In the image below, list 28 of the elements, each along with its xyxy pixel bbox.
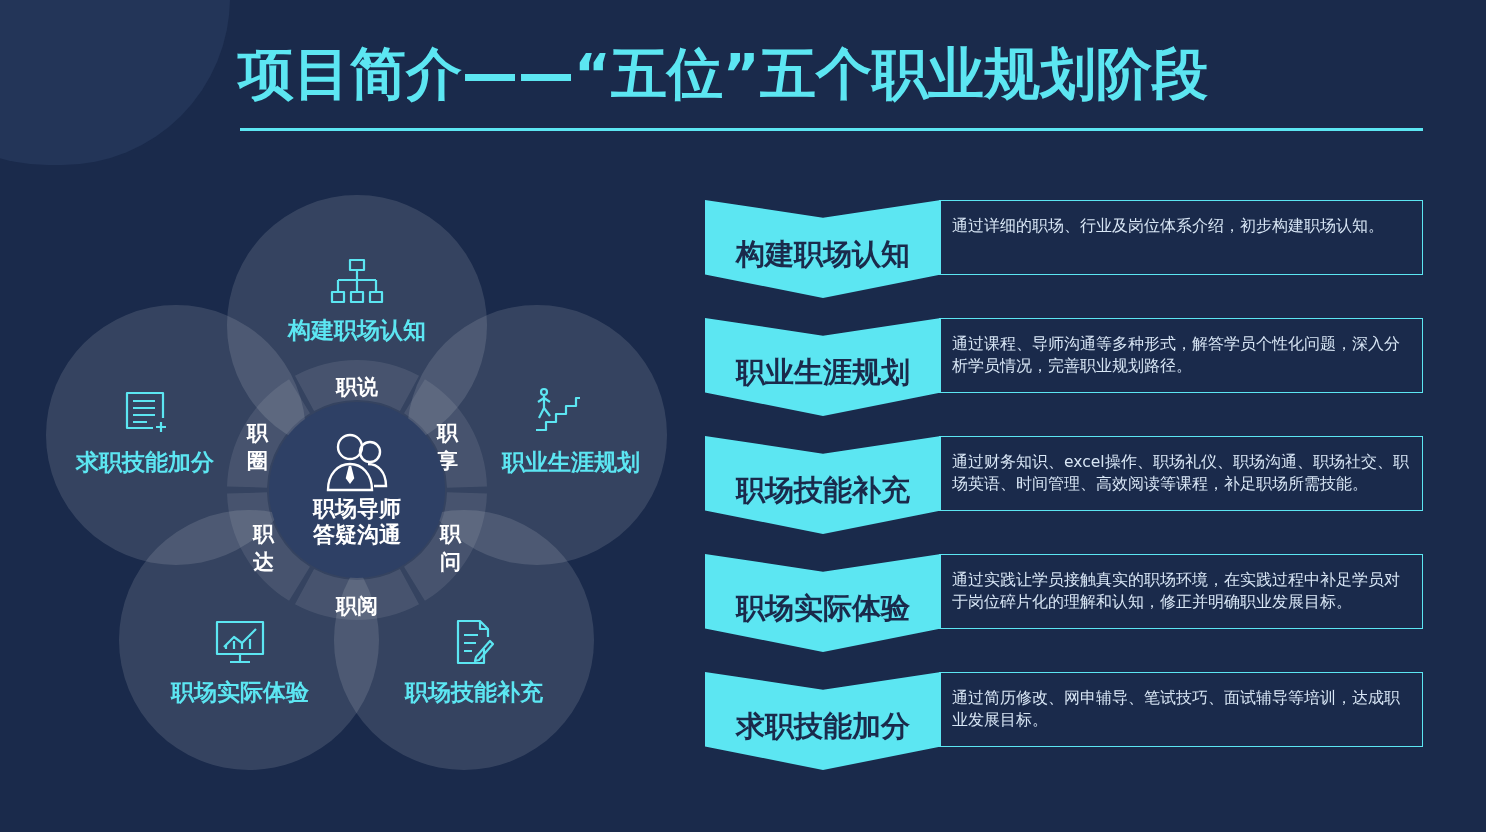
chevron-banner: 求职技能加分 xyxy=(705,672,941,770)
ring-segment-label: 职阅 xyxy=(336,593,378,621)
petal-label: 职业生涯规划 xyxy=(502,444,640,480)
description-box xyxy=(939,200,1423,275)
description-text: 通过课程、导师沟通等多种形式，解答学员个性化问题，深入分析学员情况，完善职业规划路径。 xyxy=(952,335,1400,376)
ring-segment-label: 职问 xyxy=(439,520,461,576)
ring-segment-label: 职享 xyxy=(436,419,458,475)
description-text: 通过实践让学员接触真实的职场环境，在实践过程中补足学员对于岗位碎片化的理解和认知，修正并明确职业发展目标。 xyxy=(952,571,1400,612)
description-text: 通过财务知识、excel操作、职场礼仪、职场沟通、职场社交、职场英语、时间管理、高效阅读等课程，补足职场所需技能。 xyxy=(952,453,1409,494)
chevron-banner: 构建职场认知 xyxy=(705,200,941,298)
petal-label: 求职技能加分 xyxy=(76,444,214,480)
petal-label: 职场实际体验 xyxy=(171,674,309,710)
ring-segment-label: 职说 xyxy=(336,374,378,402)
description-box xyxy=(939,318,1423,393)
chevron-banner: 职场技能补充 xyxy=(705,436,941,534)
description-box xyxy=(939,554,1423,629)
chevron-banner: 职场实际体验 xyxy=(705,554,941,652)
title: 项目简介——“五位”五个职业规划阶段 xyxy=(238,46,1208,102)
ring-segment-label: 职达 xyxy=(252,520,274,576)
description-text: 通过详细的职场、行业及岗位体系介绍，初步构建职场认知。 xyxy=(952,217,1384,235)
ring-segment-label: 职圈 xyxy=(246,419,268,475)
description-text: 通过简历修改、网申辅导、笔试技巧、面试辅导等培训，达成职业发展目标。 xyxy=(952,689,1400,730)
description-box xyxy=(939,672,1423,747)
center-label: 职场导师答疑沟通 xyxy=(311,495,402,549)
petal-label: 职场技能补充 xyxy=(405,674,543,710)
chevron-banner: 职业生涯规划 xyxy=(705,318,941,416)
petal-label: 构建职场认知 xyxy=(288,312,426,348)
description-box xyxy=(939,436,1423,511)
